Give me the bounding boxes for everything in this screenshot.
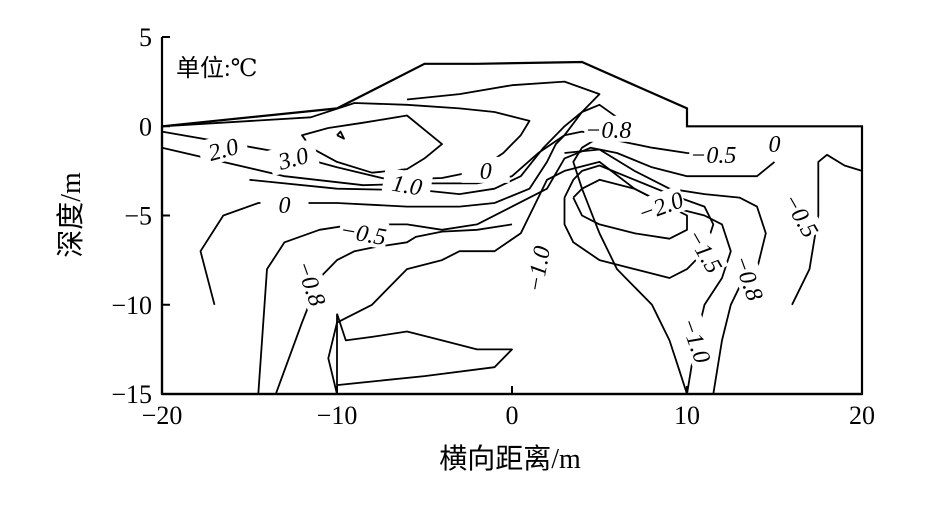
contour-label: −0.8: [290, 258, 330, 310]
contour-line: [327, 160, 732, 395]
contour-label-bg: [728, 250, 770, 305]
contour-label-bg: [750, 130, 799, 157]
contour-label-bg: [266, 138, 320, 177]
contour-line: [563, 164, 715, 279]
contour-layer: [161, 80, 863, 395]
contour-label: −1.0: [675, 315, 715, 367]
contour-label-bg: [381, 167, 434, 202]
x-tick-label: −10: [317, 401, 358, 430]
contour-label-bg: [689, 140, 738, 167]
contour-label: 0: [769, 132, 781, 158]
contour-line: [336, 130, 345, 140]
y-axis: 5 0 −5 −10 −15: [111, 23, 170, 409]
contour-line: [161, 80, 601, 187]
contour-line: [257, 146, 776, 395]
contour-line: [791, 153, 863, 306]
y-axis-label: 深度/m: [55, 172, 87, 258]
unit-label: 单位:℃: [176, 55, 258, 82]
x-tick-label: 10: [674, 401, 700, 430]
contour-label-bg: [778, 187, 825, 243]
contour-line: [572, 178, 688, 240]
contour-label: −0.8: [585, 118, 631, 144]
contour-label-bg: [584, 115, 633, 142]
contour-label: −0.5: [690, 143, 736, 169]
contour-line: [564, 148, 767, 395]
contour-label: 0: [279, 193, 291, 219]
contour-label: −0.8: [727, 252, 767, 304]
contour-label: 0: [480, 159, 492, 185]
contour-label-bg: [633, 185, 688, 227]
contour-label-bg: [520, 242, 555, 295]
contour-line: [161, 102, 531, 181]
contour-label-bg: [260, 190, 309, 217]
contour-label-bg: [291, 255, 333, 310]
x-tick-label: −20: [142, 401, 183, 430]
contour-label-bg: [196, 129, 250, 168]
y-tick-label: 5: [139, 23, 152, 52]
contour-line: [274, 223, 513, 395]
plot-area: [160, 60, 864, 396]
x-tick-label: 20: [849, 401, 875, 430]
contour-label-bg: [461, 156, 510, 183]
x-axis: −20 −10 0 10 20: [142, 386, 875, 430]
contour-label-bg: [676, 313, 718, 368]
contour-line: [336, 313, 513, 387]
y-tick-label: −15: [111, 380, 152, 409]
contour-label: −1.5: [681, 225, 727, 278]
domain-boundary: [160, 60, 864, 396]
contour-label-bg: [337, 215, 390, 250]
x-axis-label: 横向距离/m: [439, 443, 581, 475]
x-tick-label: 0: [506, 401, 519, 430]
contour-label: 1.0: [390, 171, 424, 202]
y-tick-label: −10: [111, 291, 152, 320]
y-tick-label: 0: [139, 112, 152, 141]
contour-label-bg: [682, 223, 729, 278]
y-tick-label: −5: [124, 202, 152, 231]
